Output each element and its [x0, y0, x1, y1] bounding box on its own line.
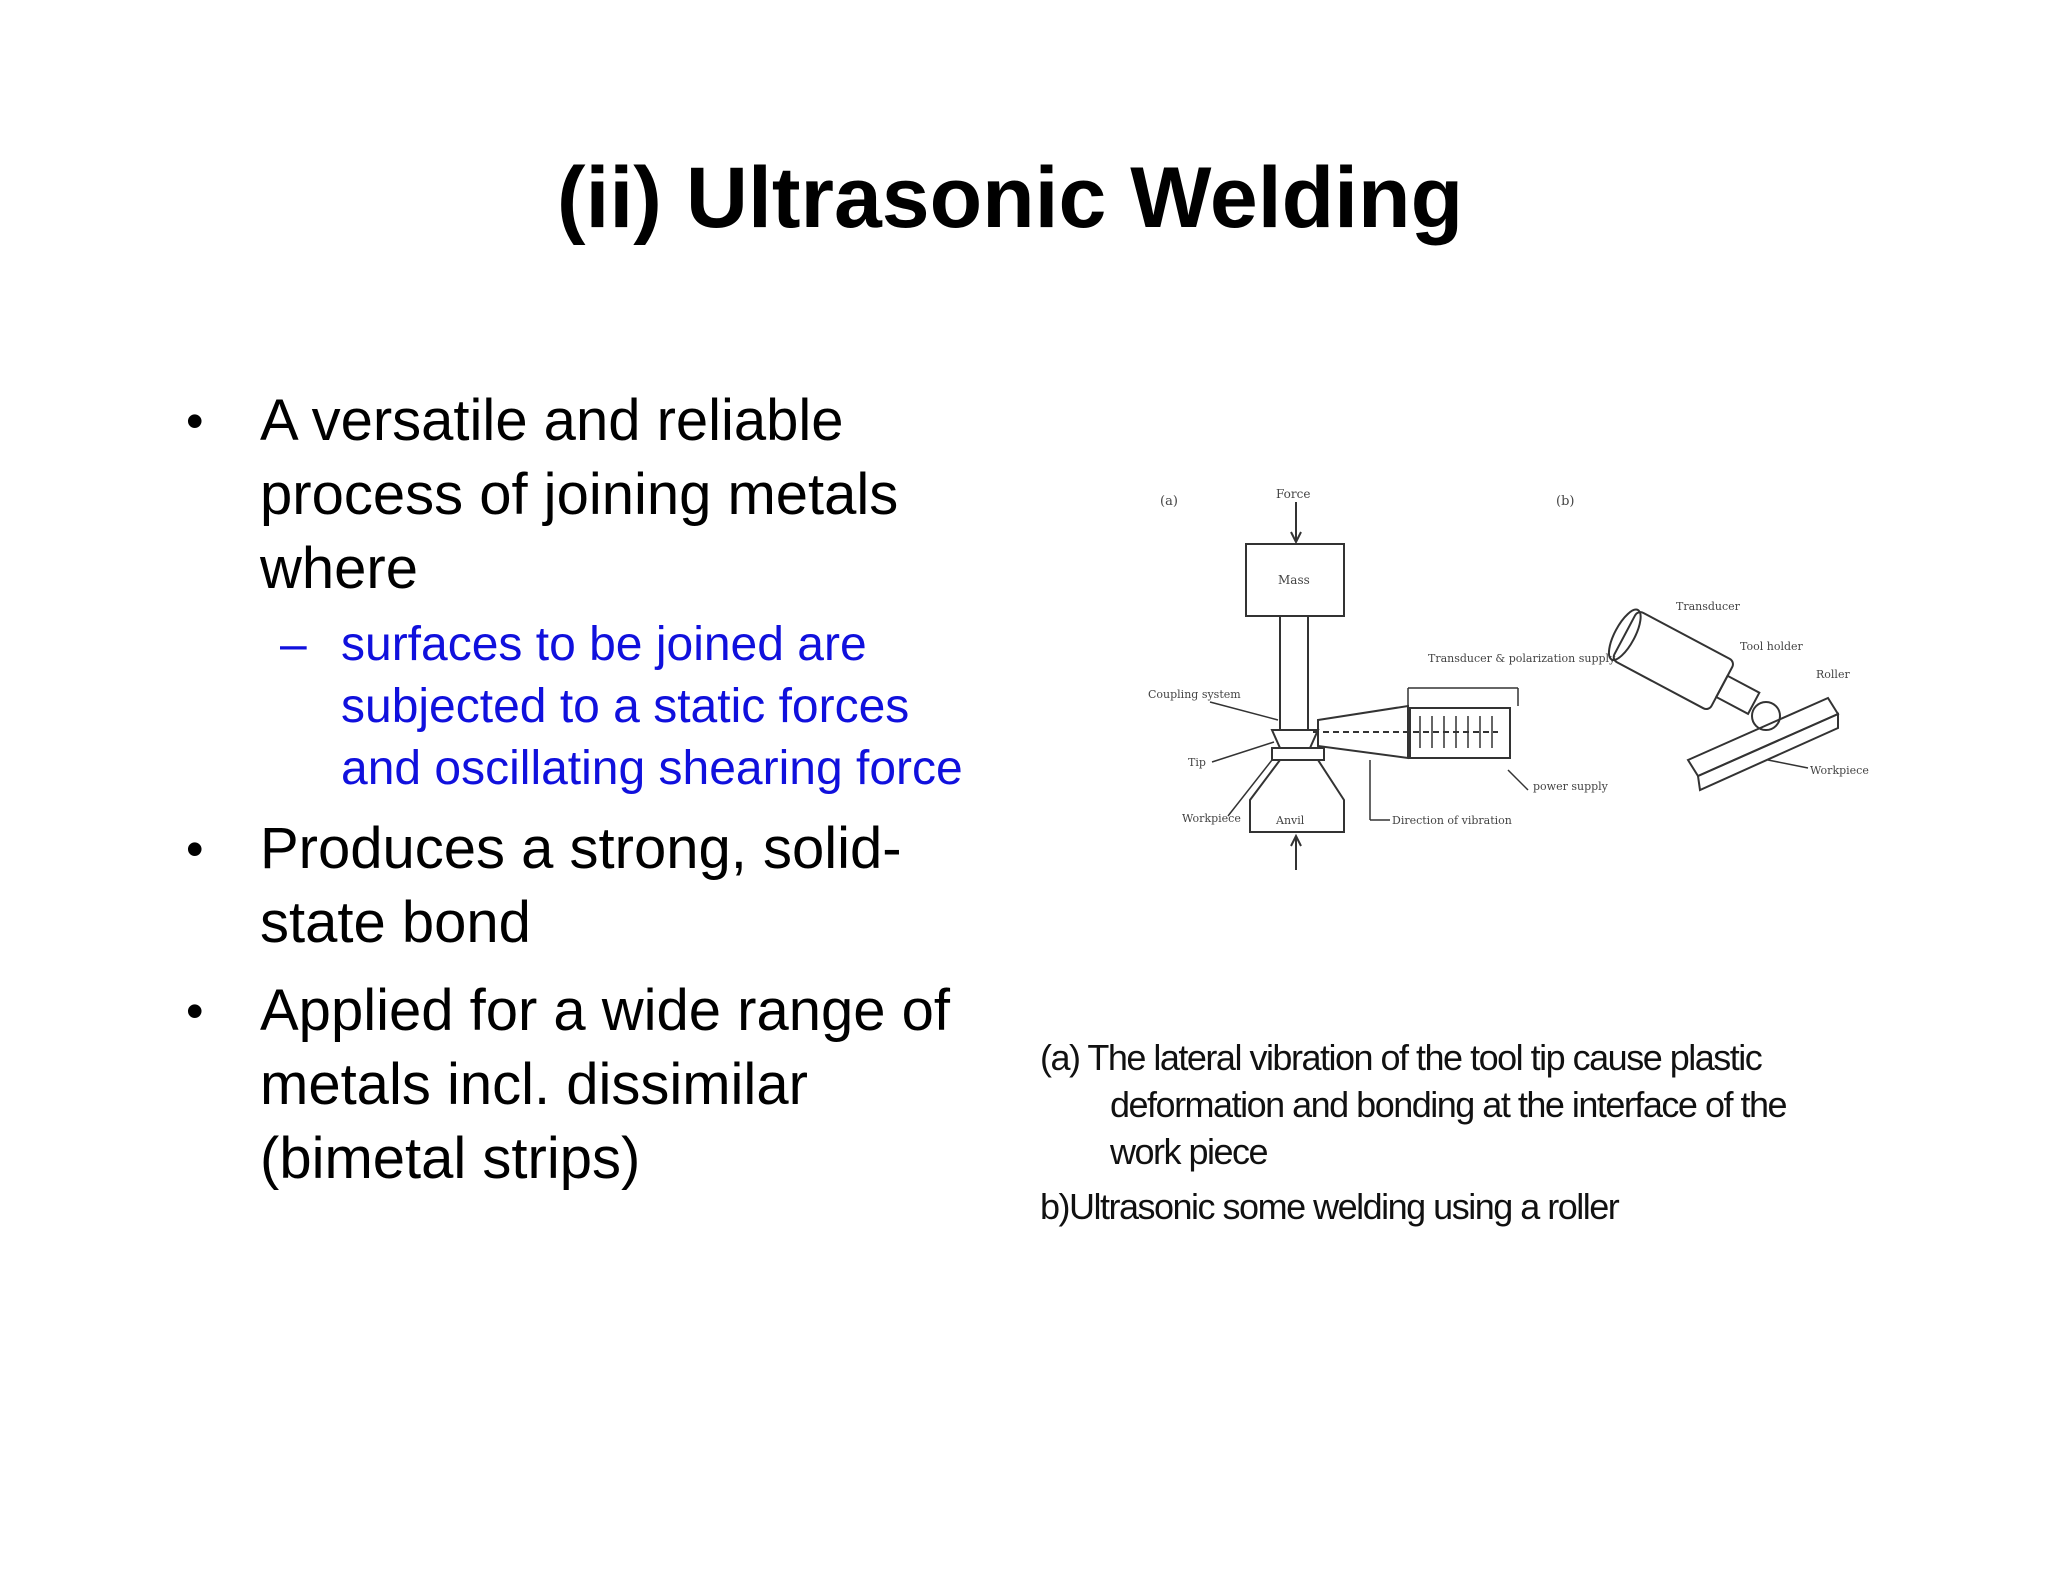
- tip-shape: [1270, 729, 1320, 749]
- force-arrow-head: [1290, 531, 1302, 545]
- diagram-label-a: (a): [1160, 494, 1178, 509]
- bullet-text: Applied for a wide range of metals incl.…: [260, 978, 950, 1191]
- sub-bullet-item: – surfaces to be joined are subjected to…: [180, 614, 1000, 800]
- transducer-bracket: [1407, 687, 1519, 706]
- bullet-item: • A versatile and reliable process of jo…: [180, 384, 1000, 606]
- mass-block: [1245, 543, 1345, 617]
- workpiece-b-label: Workpiece: [1810, 764, 1869, 777]
- power-leader: [1507, 769, 1529, 791]
- tool-holder-label: Tool holder: [1740, 640, 1804, 653]
- dash-icon: –: [280, 618, 307, 671]
- coupling-cone: [1317, 704, 1409, 760]
- tip-leader: [1211, 741, 1275, 763]
- force-label: Force: [1276, 487, 1310, 501]
- workpiece-block: [1271, 747, 1325, 761]
- bullet-item: • Applied for a wide range of metals inc…: [180, 974, 1000, 1196]
- sub-bullet-text: surfaces to be joined are subjected to a…: [341, 618, 963, 795]
- bullet-text: A versatile and reliable process of join…: [260, 388, 899, 601]
- bullet-icon: •: [186, 983, 204, 1039]
- caption-a: (a) The lateral vibration of the tool ti…: [1040, 1037, 1788, 1172]
- slide-title: (ii) Ultrasonic Welding: [556, 150, 1464, 246]
- transducer-coils: [1419, 716, 1493, 748]
- bullet-text: Produces a strong, solid-state bond: [260, 816, 902, 955]
- workpiece-b-leader: [1767, 759, 1809, 769]
- direction-vibration-label: Direction of vibration: [1392, 814, 1512, 827]
- workpiece-label: Workpiece: [1182, 812, 1241, 825]
- transducer-polarization-label: Transducer & polarization supply: [1428, 652, 1616, 665]
- roller-label: Roller: [1816, 668, 1850, 681]
- roller-wheel: [1751, 701, 1781, 731]
- mass-label: Mass: [1278, 573, 1310, 587]
- bullet-icon: •: [186, 393, 204, 449]
- bullet-icon: •: [186, 821, 204, 877]
- transducer-cylinder: [1607, 608, 1761, 716]
- workpiece-side: [1696, 712, 1839, 792]
- power-supply-label: power supply: [1533, 780, 1609, 793]
- anvil-block: [1249, 759, 1345, 833]
- caption-b: b)Ultrasonic some welding using a roller: [1040, 1186, 1620, 1227]
- coupling-system-label: Coupling system: [1148, 688, 1241, 701]
- bullet-item: • Produces a strong, solid-state bond: [180, 812, 1000, 960]
- tip-label: Tip: [1188, 756, 1206, 769]
- anvil-label: Anvil: [1275, 814, 1305, 827]
- transducer-label: Transducer: [1676, 600, 1741, 613]
- transducer-box: [1409, 707, 1511, 759]
- figure-caption: (a) The lateral vibration of the tool ti…: [1040, 1034, 1820, 1230]
- coupling-leader: [1209, 701, 1279, 721]
- ultrasonic-welding-diagram: (a) Force Mass Transducer & polarization…: [1148, 487, 1869, 870]
- diagram-label-b: (b): [1556, 494, 1574, 509]
- workpiece-leader: [1227, 759, 1273, 817]
- bullet-list: • A versatile and reliable process of jo…: [180, 384, 1000, 1196]
- support-arrow-head: [1290, 833, 1302, 847]
